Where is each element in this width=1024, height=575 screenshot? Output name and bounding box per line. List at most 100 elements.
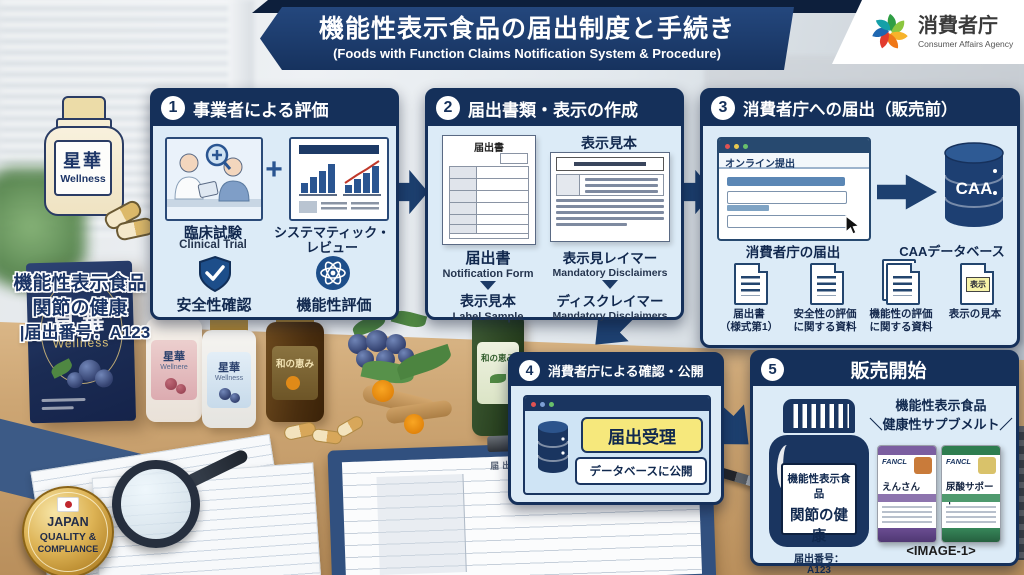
label-sample-label: 表示見本 — [460, 293, 516, 309]
blueberry — [366, 330, 388, 352]
bottle-label-text: 和の恵み — [480, 353, 515, 363]
acceptance-box: 届出受理 — [581, 417, 703, 453]
bottle-label-text: 和の恵み — [275, 359, 314, 370]
blueberry-art — [219, 388, 231, 400]
package-name: 尿酸サポート — [946, 482, 994, 507]
doc3-line1: 機能性の評価 — [869, 308, 933, 320]
window-titlebar — [525, 397, 709, 411]
intro-claim-line2: 関節の健康 — [32, 298, 128, 319]
poster-title: 機能性表示食品の届出制度と手続き — [318, 15, 735, 44]
down-triangle-icon — [480, 281, 496, 290]
doc2-line1: 安全性の評価 — [793, 308, 857, 320]
emphasis-mark-right: ／ — [999, 417, 1013, 432]
form-mini-label — [727, 205, 769, 211]
bottle-highlight — [777, 445, 797, 493]
online-submission-window: オンライン提出 — [717, 137, 871, 241]
step2-title: 届出書類・表示の作成 — [468, 100, 638, 120]
berry-art — [176, 384, 186, 394]
supplement-package-green: FANCL 尿酸サポート — [941, 445, 1001, 543]
bottle-label-subtext: Wellnere — [160, 364, 188, 371]
report-charts-icon — [291, 139, 387, 219]
doctor-patient-icon — [167, 139, 261, 219]
magnifying-glass — [112, 448, 250, 548]
intro-brand-sub: Wellness — [60, 173, 106, 185]
intro-notification-number: |届出番号：A123 — [19, 323, 151, 342]
bottle-body-illustration: 星華 Wellness — [44, 126, 124, 216]
browser-titlebar — [719, 139, 869, 153]
blueberry-art — [230, 393, 240, 403]
blueberry — [348, 334, 368, 354]
disclaimer2-label-en: Mandatory Disclaimers — [552, 310, 668, 322]
step5-header: 5 販売開始 — [752, 352, 1017, 386]
clinical-trial-label: 臨床試験 — [184, 226, 242, 242]
systematic-review-label: システマティック・ — [274, 225, 390, 240]
agency-logo-panel: 消費者庁 Consumer Affairs Agency — [832, 0, 1024, 64]
doc-item-4: 表示 表示の見本 — [939, 263, 1011, 321]
blueberry-art — [94, 369, 114, 388]
intro-brand: 星華 — [63, 151, 103, 171]
package-fineprint — [946, 506, 996, 524]
form-footer-box — [449, 224, 529, 239]
step4-title: 消費者庁による確認・公開 — [548, 363, 704, 379]
bottle-label-text: 星華 — [218, 362, 240, 374]
label-line2: 関節の健康 — [790, 508, 848, 545]
label-sample-thumbnail — [550, 152, 670, 242]
step2-number: 2 — [436, 96, 460, 120]
clinical-trial-label-en: Clinical Trial — [179, 239, 247, 251]
agency-name: 消費者庁 — [918, 14, 998, 37]
blueberry-art — [66, 371, 84, 389]
doc3-line2: に関する資料 — [869, 320, 933, 333]
disclaimer-label: 表示見レイマー — [562, 251, 658, 266]
box-fineprint — [41, 397, 86, 403]
magnifier-lens — [112, 460, 200, 548]
label-sample-label-en: Label Sample — [452, 311, 524, 323]
label-sample-doc-title: 表示見本 — [581, 135, 637, 151]
review-window: 届出受理 データベースに公開 — [523, 395, 711, 495]
disclaimer-label-en: Mandatory Disclaimers — [552, 267, 668, 279]
image-caption: <IMAGE-1> — [906, 543, 976, 558]
form-field-box — [500, 153, 528, 164]
form-input-field — [727, 215, 847, 228]
intro-claim-line1: 機能性表示食品 — [13, 273, 147, 294]
step1-number: 1 — [161, 96, 185, 120]
supplement-bottle-amber: 和の恵み — [266, 322, 324, 422]
label-line1: 機能性表示食品 — [787, 473, 851, 500]
poster-subtitle: (Foods with Function Claims Notification… — [333, 45, 721, 61]
doc4-line1: 表示の見本 — [948, 308, 1002, 320]
step5-title: 販売開始 — [850, 360, 927, 382]
display-tag: 表示 — [966, 277, 990, 292]
japan-flag-icon — [57, 497, 79, 512]
package-bottom-band — [878, 528, 936, 542]
online-submission-tab: オンライン提出 — [719, 153, 869, 170]
systematic-review-illustration — [289, 137, 389, 221]
form-table-column — [376, 474, 467, 575]
window-dot-blue — [540, 401, 545, 407]
step3-box: 3 消費者庁への届出（販売前） オンライン提出 消費者庁の届出 — [700, 88, 1020, 348]
japan-quality-badge: JAPAN QUALITY & COMPLIANCE — [22, 486, 114, 575]
caa-database-label: CAAデータベース — [899, 244, 1005, 259]
turmeric-art — [286, 376, 300, 390]
supplement-bottle-pink: 星華 Wellnere — [146, 318, 202, 422]
arrow-to-database-icon — [877, 174, 937, 210]
step5-note: 機能性表示食品 ＼健康性サプブメルト／ — [869, 395, 1013, 433]
badge-line3: COMPLIANCE — [37, 543, 99, 554]
badge-line2: QUALITY & — [39, 530, 97, 543]
doc-item-3: 機能性の評価に関する資料 — [863, 259, 939, 333]
package-brand: FANCL — [882, 457, 907, 466]
step3-header: 3 消費者庁への届出（販売前） — [702, 90, 1018, 126]
bottle-label-illustration: 星華 Wellness — [54, 140, 112, 196]
form-input-field — [727, 191, 847, 204]
turmeric-slice — [372, 380, 394, 402]
bottle-label-subtext: Wellness — [214, 375, 244, 382]
cap-stripes — [789, 404, 849, 428]
doc2-line2: に関する資料 — [793, 320, 857, 333]
box-fineprint — [41, 406, 74, 411]
badge-line1: JAPAN — [47, 515, 89, 529]
documents-stack-icon — [886, 263, 920, 305]
doc-item-2: 安全性の評価に関する資料 — [787, 263, 863, 333]
atom-icon — [316, 256, 350, 290]
bottle-label-graphic: 機能性表示食品 関節の健康 届出番号：A123 — [781, 463, 857, 575]
notification-form-thumbnail: 届出書 — [442, 135, 536, 245]
bottle-label-text: 星華 — [163, 351, 185, 363]
disclaimer2-label: ディスクレイマー — [556, 294, 664, 309]
